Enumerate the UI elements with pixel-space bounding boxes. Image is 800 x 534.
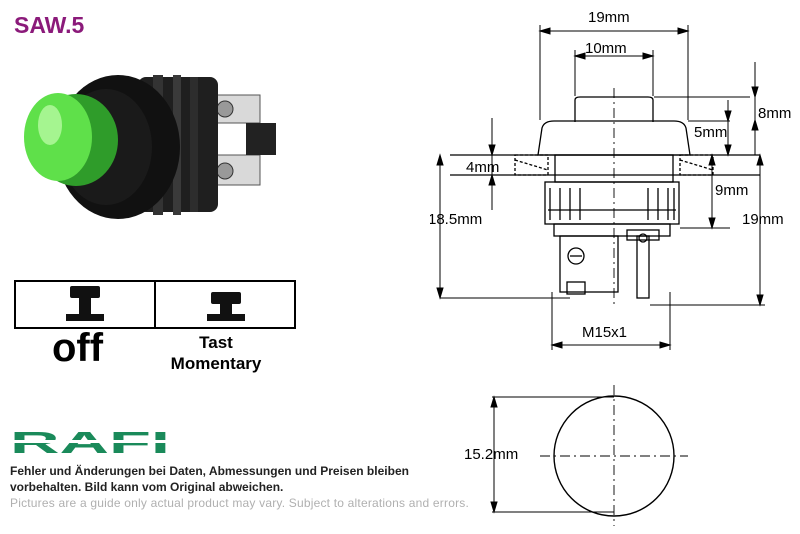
switching-function-table <box>14 280 296 329</box>
dim-bezel-height: 5mm <box>694 124 727 141</box>
product-photo <box>24 75 276 219</box>
rafi-logo: RAFI <box>10 428 170 456</box>
dim-panel-thickness: 4mm <box>466 159 499 176</box>
button-momentary-icon <box>207 292 245 321</box>
dim-cap-width: 10mm <box>585 40 627 57</box>
terminals <box>207 94 276 186</box>
disclaimer-german: Fehler und Änderungen bei Daten, Abmessu… <box>10 464 409 494</box>
dim-total-height: 18.5mm <box>430 211 482 228</box>
mode-off-label: off <box>52 326 104 370</box>
dim-front-diameter: 15.2mm <box>464 446 518 463</box>
dim-height-19: 19mm <box>742 211 784 228</box>
disclaimer-english: Pictures are a guide only actual product… <box>10 496 470 510</box>
dim-thread: M15x1 <box>582 324 627 341</box>
dim-cap-height: 8mm <box>758 105 791 122</box>
button-off-icon <box>66 286 104 321</box>
technical-drawing: 19mm 10mm 8mm 5mm 4mm 9mm 18.5mm 19mm M1… <box>430 9 791 526</box>
product-title: SAW.5 <box>14 12 85 38</box>
dim-body-9: 9mm <box>715 182 748 199</box>
dim-overall-width: 19mm <box>588 9 630 26</box>
